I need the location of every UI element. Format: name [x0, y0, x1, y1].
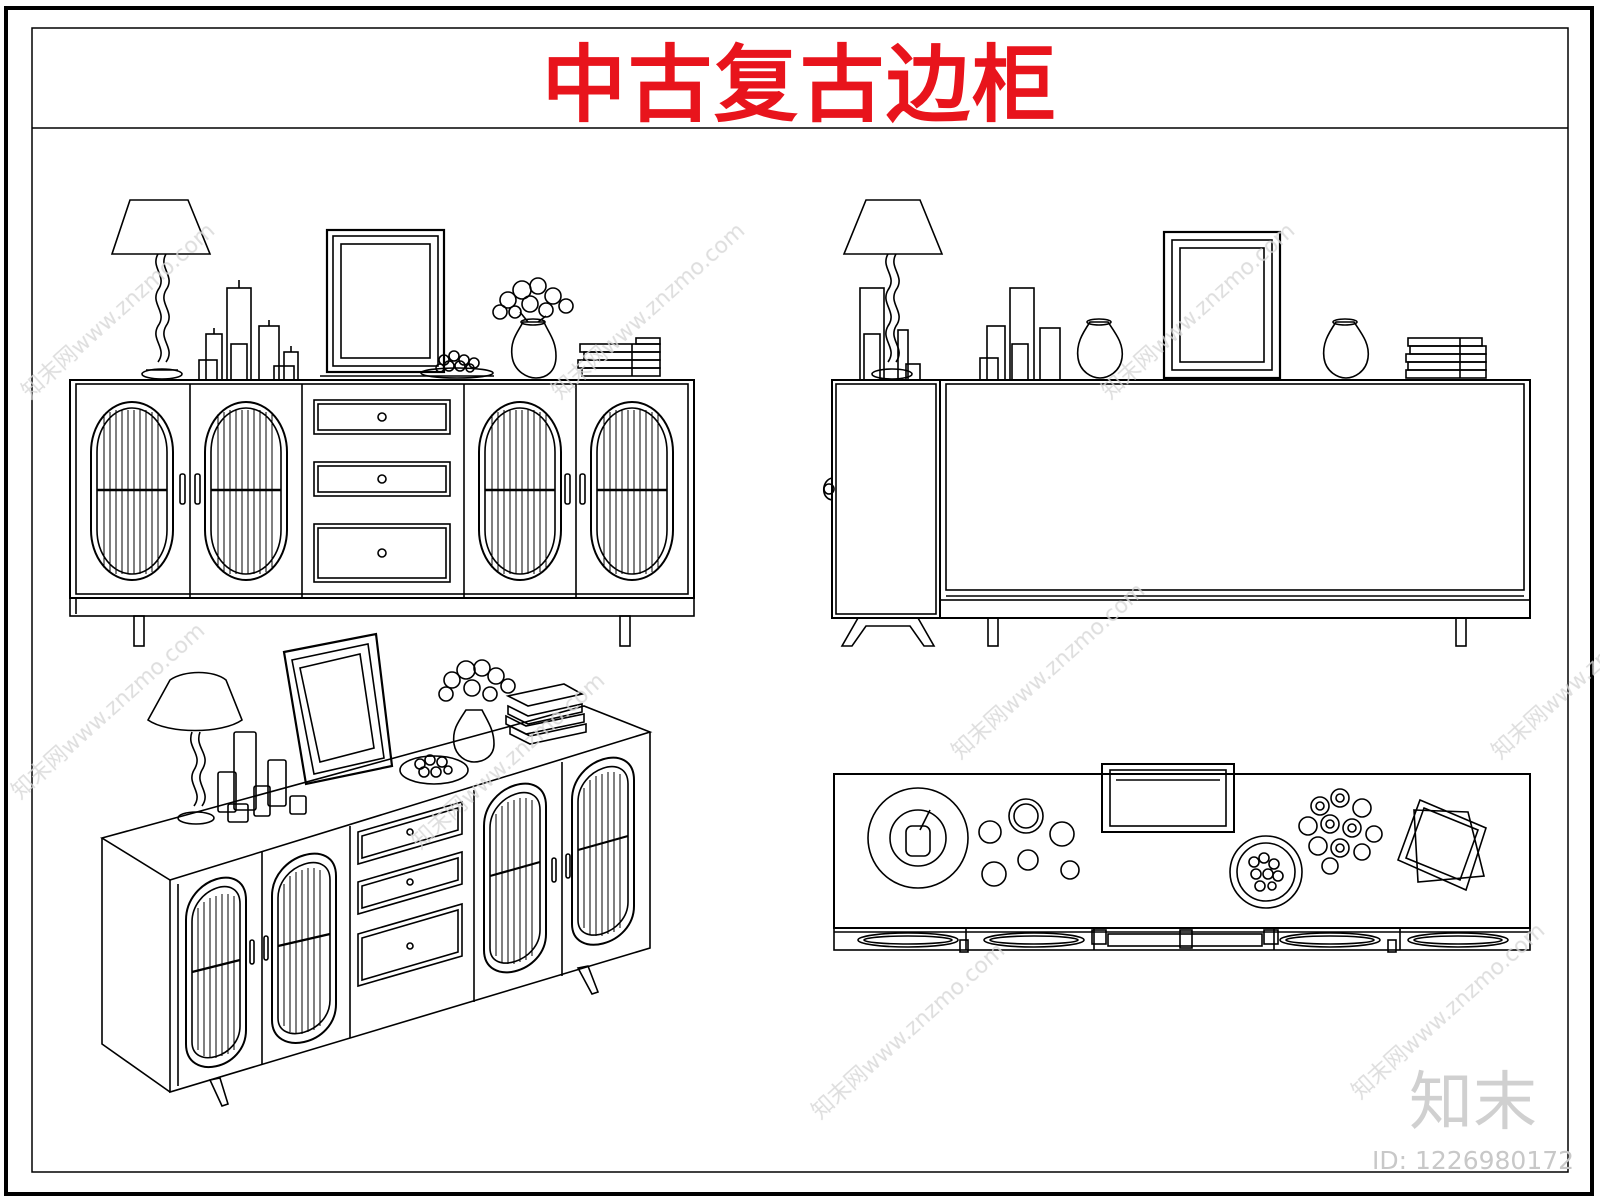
watermark-text-7: 知末网www.znzmo.com: [807, 938, 1010, 1124]
perspective-oval-door-4: [571, 756, 635, 946]
vase-drawing-side-1: [1076, 318, 1124, 379]
perspective-oval-door-1: [185, 876, 247, 1069]
perspective-view: [100, 632, 653, 1107]
cabinet-side-drawing: [822, 379, 1531, 647]
oval-door-4: [590, 401, 674, 581]
lamp-drawing: [110, 199, 212, 380]
plan-flowers-drawing: [1298, 788, 1383, 875]
picture-frame-drawing-side: [1162, 230, 1282, 380]
lamp-drawing-side: [842, 199, 944, 380]
top-plan-view: [833, 763, 1531, 953]
perspective-flower-vase-drawing: [438, 659, 516, 763]
sheet-frame: [4, 6, 1594, 1196]
watermark-text-3: 知末网www.znzmo.com: [1097, 218, 1300, 404]
candles-drawing: [198, 280, 299, 381]
perspective-picture-frame-drawing: [282, 632, 394, 786]
picture-frame-drawing: [320, 228, 494, 377]
perspective-oval-door-3: [483, 782, 547, 974]
oval-door-1: [90, 401, 174, 581]
plan-grapes-drawing: [1229, 835, 1303, 909]
cabinet-front-drawing: [69, 379, 695, 647]
flower-vase-drawing: [492, 277, 574, 379]
perspective-lamp-drawing: [146, 671, 243, 825]
books-drawing-side: [1405, 337, 1487, 379]
perspective-grapes-drawing: [399, 754, 469, 785]
watermark-text-6: 知末网www.znzmo.com: [947, 578, 1150, 764]
plan-books-drawing: [1396, 798, 1487, 892]
oval-door-2: [204, 401, 288, 581]
books-drawing: [577, 337, 661, 377]
oval-door-3: [478, 401, 562, 581]
plan-candles-drawing: [978, 798, 1080, 887]
drawing-title: 中古复古边柜: [541, 34, 1058, 134]
candles-drawing-side: [859, 287, 1061, 381]
grapes-drawing: [420, 350, 494, 379]
side-elevation-view: [822, 199, 1531, 647]
perspective-books-drawing: [505, 683, 587, 745]
perspective-candles-drawing: [217, 731, 307, 823]
perspective-oval-door-2: [271, 852, 337, 1044]
id-watermark: ID: 1226980172: [1372, 1145, 1575, 1175]
front-elevation-view: [69, 199, 695, 647]
brand-watermark: 知末: [1409, 1066, 1537, 1140]
vase-drawing-side-2: [1322, 318, 1370, 379]
plan-picture-frame-drawing: [1101, 763, 1235, 833]
plan-lamp-drawing: [867, 787, 969, 889]
watermark-text-9: 知末网www.znzmo.com: [1487, 578, 1600, 764]
